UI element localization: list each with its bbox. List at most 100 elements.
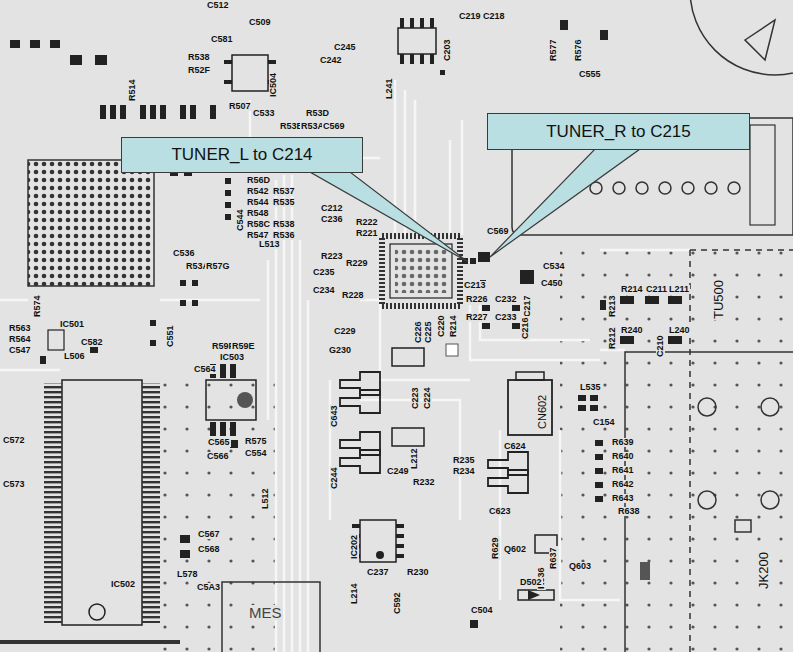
part-label: C245 <box>333 43 357 52</box>
part-label: C211 <box>645 285 668 294</box>
part-label: R564 <box>8 335 32 344</box>
part-label: C242 <box>319 56 343 65</box>
part-label: C217 <box>523 294 532 318</box>
part-label: IC504 <box>269 72 278 98</box>
part-label: C212 <box>320 204 344 213</box>
part-label: R232 <box>412 478 436 487</box>
part-label: L512 <box>261 487 270 510</box>
part-label: L513 <box>258 240 281 249</box>
part-label: C223 <box>411 386 420 410</box>
part-label: R228 <box>341 291 365 300</box>
part-label: R52F <box>187 66 211 75</box>
part-label: Q602 <box>503 545 527 554</box>
part-label: C554 <box>244 449 268 458</box>
part-label: R576 <box>574 38 583 62</box>
part-label: C225 <box>424 320 433 344</box>
part-label: C567 <box>197 530 221 539</box>
part-label: R234 <box>452 467 476 476</box>
callout-text: TUNER_R to C215 <box>546 122 691 142</box>
part-label: L214 <box>350 582 359 605</box>
part-label: R214 <box>620 285 644 294</box>
part-label: R544 <box>246 198 270 207</box>
part-label: C218 <box>482 12 506 21</box>
part-label: R514 <box>128 78 137 102</box>
part-label: L240 <box>668 326 691 335</box>
part-label: C533 <box>252 109 276 118</box>
part-label: R212 <box>608 326 617 350</box>
part-label: C232 <box>494 295 518 304</box>
part-label: R563 <box>8 324 32 333</box>
part-label: C210 <box>656 334 665 358</box>
part-label: R537 <box>272 187 296 196</box>
part-label: C504 <box>470 606 494 615</box>
part-label: R538 <box>272 220 296 229</box>
part-label: G230 <box>328 346 352 355</box>
part-label: C565 <box>207 438 231 447</box>
part-label: C568 <box>197 545 221 554</box>
part-label: R642 <box>611 480 635 489</box>
part-label: C450 <box>540 279 564 288</box>
callout-box: TUNER_L to C214 <box>121 137 363 173</box>
part-label: C203 <box>443 38 452 62</box>
part-label: C224 <box>423 386 432 410</box>
part-label: D502 <box>519 578 543 587</box>
part-label: R221 <box>355 229 379 238</box>
part-label: C643 <box>330 404 339 428</box>
callout-leader <box>490 149 640 257</box>
part-label: C573 <box>2 480 26 489</box>
part-label: Q603 <box>568 562 592 571</box>
part-label: R637 <box>549 546 558 570</box>
part-label: R643 <box>611 494 635 503</box>
part-label: R639 <box>611 438 635 447</box>
part-label: R214 <box>449 314 458 338</box>
part-label: R577 <box>549 38 558 62</box>
part-label: C544 <box>236 208 245 232</box>
part-label: R230 <box>406 568 430 577</box>
part-label: R58C <box>246 220 271 229</box>
part-label: C216 <box>521 316 530 340</box>
part-label: C509 <box>248 18 272 27</box>
part-label: C213 <box>463 281 487 290</box>
part-label: C244 <box>330 466 339 490</box>
callout-text: TUNER_L to C214 <box>171 145 312 165</box>
part-label: R213 <box>608 294 617 318</box>
part-label: IC501 <box>59 320 85 329</box>
part-label: R574 <box>33 294 42 318</box>
callout-leader <box>310 172 468 262</box>
part-label: R227 <box>465 313 489 322</box>
part-label: L241 <box>385 77 394 100</box>
part-label: C229 <box>333 327 357 336</box>
part-label: C569 <box>322 122 346 131</box>
part-label: C536 <box>172 249 196 258</box>
part-label: C624 <box>503 442 527 451</box>
part-label: C154 <box>592 418 616 427</box>
part-label: IC503 <box>219 353 245 362</box>
part-label: C5A3 <box>196 583 221 592</box>
part-label: R226 <box>465 295 489 304</box>
part-label: C555 <box>578 70 602 79</box>
part-label: C220 <box>437 314 446 338</box>
part-label: C592 <box>393 591 402 615</box>
part-label: R57G <box>205 262 231 271</box>
part-label: R222 <box>355 218 379 227</box>
part-label: JK200 <box>757 551 770 590</box>
part-label: R535 <box>272 198 296 207</box>
part-label: L212 <box>410 447 419 470</box>
part-label: C512 <box>206 1 230 10</box>
part-label: R575 <box>244 437 268 446</box>
part-label: C564 <box>193 365 217 374</box>
part-label: L506 <box>63 352 86 361</box>
part-label: R547 <box>246 231 270 240</box>
part-label: C234 <box>312 286 336 295</box>
part-label: L211 <box>668 285 690 294</box>
part-label: R223 <box>320 252 344 261</box>
part-label: C566 <box>206 452 230 461</box>
part-label: C547 <box>8 346 32 355</box>
callout-box: TUNER_R to C215 <box>487 113 750 150</box>
part-label: C233 <box>494 313 518 322</box>
part-label: C572 <box>2 436 26 445</box>
part-label: R641 <box>611 466 635 475</box>
part-label: C569 <box>486 227 510 236</box>
part-label: C551 <box>166 324 175 348</box>
